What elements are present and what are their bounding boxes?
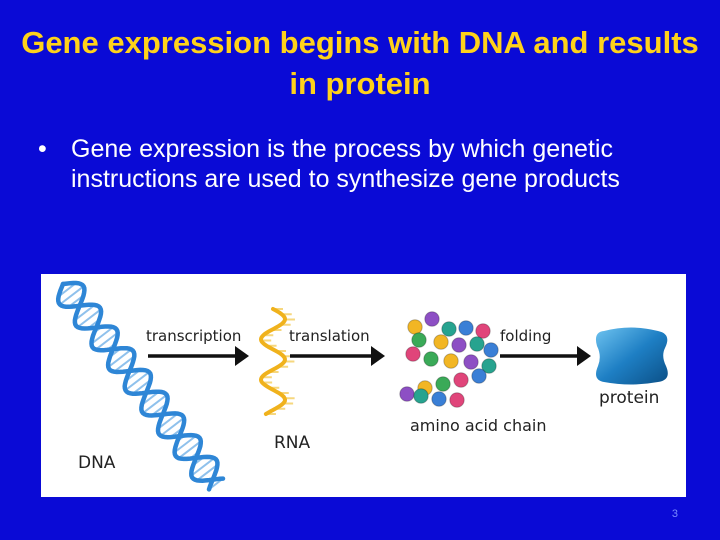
dna-base-pair — [157, 412, 179, 430]
amino-acid-bead — [423, 351, 439, 367]
amino-acid-bead — [453, 372, 469, 388]
dna-base-pair — [95, 331, 119, 351]
rna-strand — [258, 307, 295, 416]
dna-base-pair — [174, 434, 197, 454]
label-transcription: transcription — [146, 327, 241, 345]
amino-acid-bead — [405, 346, 421, 362]
dna-base-pair — [74, 304, 96, 321]
label-amino-acid-chain: amino acid chain — [410, 416, 546, 435]
gene-expression-diagram: transcription translation folding DNA RN… — [41, 274, 686, 497]
dna-base-pair — [142, 394, 168, 414]
amino-acid-bead — [449, 392, 465, 408]
dna-base-pair — [77, 308, 102, 328]
protein-shape — [595, 327, 668, 385]
dna-strand — [55, 281, 226, 483]
label-folding: folding — [500, 327, 551, 345]
amino-acid-bead — [469, 336, 485, 352]
amino-acid-bead — [399, 386, 415, 402]
amino-acid-bead — [424, 311, 440, 327]
bullet-list: Gene expression is the process by which … — [38, 134, 678, 194]
dna-base-pair — [59, 285, 85, 306]
amino-acid-bead — [451, 337, 467, 353]
dna-base-pair — [90, 326, 114, 345]
amino-acid-bead — [413, 388, 429, 404]
transcription-arrow — [148, 346, 249, 366]
amino-acid-bead — [483, 342, 499, 358]
rna-backbone — [258, 307, 288, 416]
amino-acid-bead — [471, 368, 487, 384]
amino-acid-chain-beads — [399, 311, 499, 408]
label-rna: RNA — [274, 433, 311, 453]
folding-arrow — [500, 346, 591, 366]
bullet-item: Gene expression is the process by which … — [38, 134, 678, 194]
amino-acid-bead — [443, 353, 459, 369]
dna-base-pair — [124, 371, 150, 392]
dna-helix — [55, 280, 226, 492]
dna-strand — [60, 280, 220, 492]
diagram-canvas: transcription translation folding DNA RN… — [55, 280, 668, 492]
amino-acid-bead — [481, 358, 497, 374]
dna-base-pair — [132, 379, 152, 395]
amino-acid-bead — [431, 391, 447, 407]
dna-base-pair — [107, 348, 132, 368]
amino-acid-bead — [463, 354, 479, 370]
amino-acid-bead — [458, 320, 474, 336]
label-dna: DNA — [78, 453, 116, 473]
dna-base-pair — [190, 457, 215, 477]
dna-base-pair — [196, 463, 219, 482]
amino-acid-bead — [433, 334, 449, 350]
slide-number: 3 — [671, 508, 678, 520]
amino-acid-bead — [441, 321, 457, 337]
translation-arrow — [290, 346, 385, 366]
label-protein: protein — [599, 388, 659, 408]
dna-base-pair — [178, 440, 202, 459]
label-translation: translation — [289, 327, 370, 345]
dna-base-pair — [113, 355, 135, 373]
amino-acid-bead — [435, 376, 451, 392]
dna-base-pair — [160, 417, 185, 437]
amino-acid-bead — [411, 332, 427, 348]
slide-title: Gene expression begins with DNA and resu… — [21, 25, 699, 101]
amino-acid-bead — [407, 319, 423, 335]
amino-acid-bead — [475, 323, 491, 339]
